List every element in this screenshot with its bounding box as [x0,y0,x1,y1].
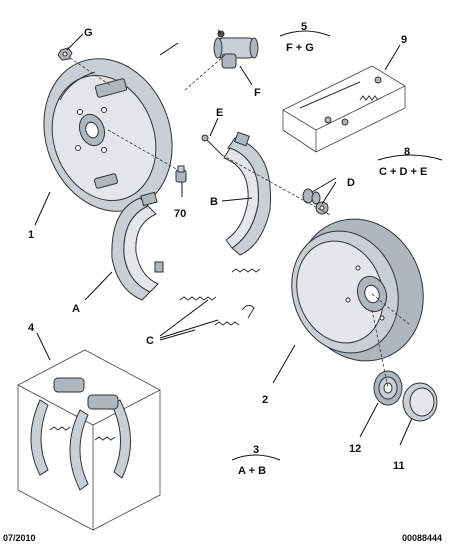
label-d: D [347,177,355,189]
kit-box-9 [282,65,406,153]
label-b: B [210,196,218,208]
label-11: 11 [393,460,405,472]
label-12: 12 [349,443,361,455]
set-3-parts: A + B [238,465,266,477]
label-9: 9 [401,34,407,46]
label-a: A [72,303,80,315]
bleed-screw [57,47,73,61]
label-g: G [84,27,93,39]
adjuster-springs [302,188,329,215]
brake-drum [291,218,424,362]
set-brackets [231,30,443,461]
footer-reference: 00088444 [402,533,442,543]
label-1: 1 [28,229,34,241]
kit-box-4 [17,349,161,531]
label-e: E [216,107,223,119]
hub-cap [402,382,438,422]
set-5-number: 5 [301,21,307,33]
wheel-cylinder [213,29,259,69]
bolt-70 [175,165,187,183]
brake-shoe-b [223,131,272,256]
set-8-number: 8 [404,146,410,158]
label-c: C [146,335,154,347]
label-4: 4 [28,322,35,334]
retaining-pin [201,134,223,156]
wheel-bearing [373,370,403,406]
leader-lines [34,33,413,446]
backing-plate [43,58,173,212]
label-f: F [254,87,261,99]
set-5-parts: F + G [286,42,314,54]
footer-date: 07/2010 [3,533,36,543]
label-2: 2 [262,394,268,406]
assembly-lines [69,54,411,389]
return-springs [179,268,261,326]
brake-shoe-a [111,191,164,301]
set-3-number: 3 [253,444,259,456]
label-70: 70 [174,208,186,220]
set-8-parts: C + D + E [379,166,427,178]
